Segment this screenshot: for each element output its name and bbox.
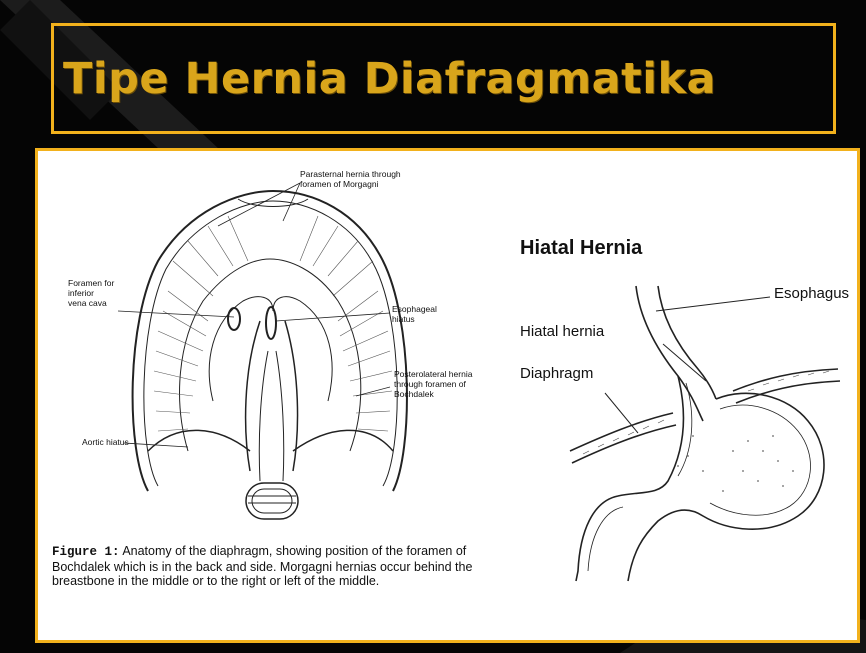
label-aortic-hiatus: Aortic hiatus [82,437,129,447]
diaphragm-drawing [38,151,508,541]
diaphragm-anatomy-figure: Parasternal hernia through foramen of Mo… [38,151,508,640]
figure-caption: Figure 1: Anatomy of the diaphragm, show… [52,544,502,589]
label-esophageal-hiatus: Esophageal hiatus [392,304,437,324]
content-box: Parasternal hernia through foramen of Mo… [35,148,860,643]
hiatal-hernia-figure: Hiatal Hernia [508,151,857,640]
label-esophagus: Esophagus [774,285,849,302]
hiatal-hernia-drawing [508,151,857,640]
label-foramen-vena-cava: Foramen for inferior vena cava [68,278,114,308]
title-box: Tipe Hernia Diafragmatika [51,23,836,134]
slide-title: Tipe Hernia Diafragmatika [63,54,716,104]
label-posterolateral-hernia: Posterolateral hernia through foramen of… [394,369,472,399]
label-diaphragm: Diaphragm [520,365,593,382]
caption-label: Figure 1: [52,545,120,559]
label-hiatal-hernia: Hiatal hernia [520,323,604,340]
label-parasternal-hernia: Parasternal hernia through foramen of Mo… [300,169,401,189]
